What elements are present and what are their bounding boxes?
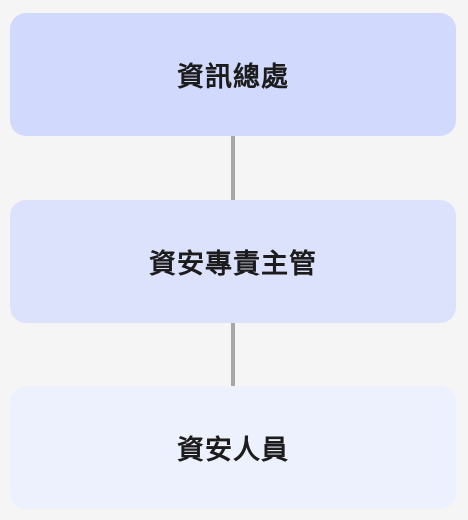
node-security-manager: 資安專責主管 <box>10 200 456 323</box>
node-security-staff: 資安人員 <box>10 386 456 509</box>
connector-line <box>231 136 235 200</box>
node-label: 資安人員 <box>177 435 289 466</box>
node-it-department: 資訊總處 <box>10 13 456 136</box>
connector-line <box>231 323 235 386</box>
node-label: 資安專責主管 <box>149 249 317 280</box>
node-label: 資訊總處 <box>177 62 289 93</box>
